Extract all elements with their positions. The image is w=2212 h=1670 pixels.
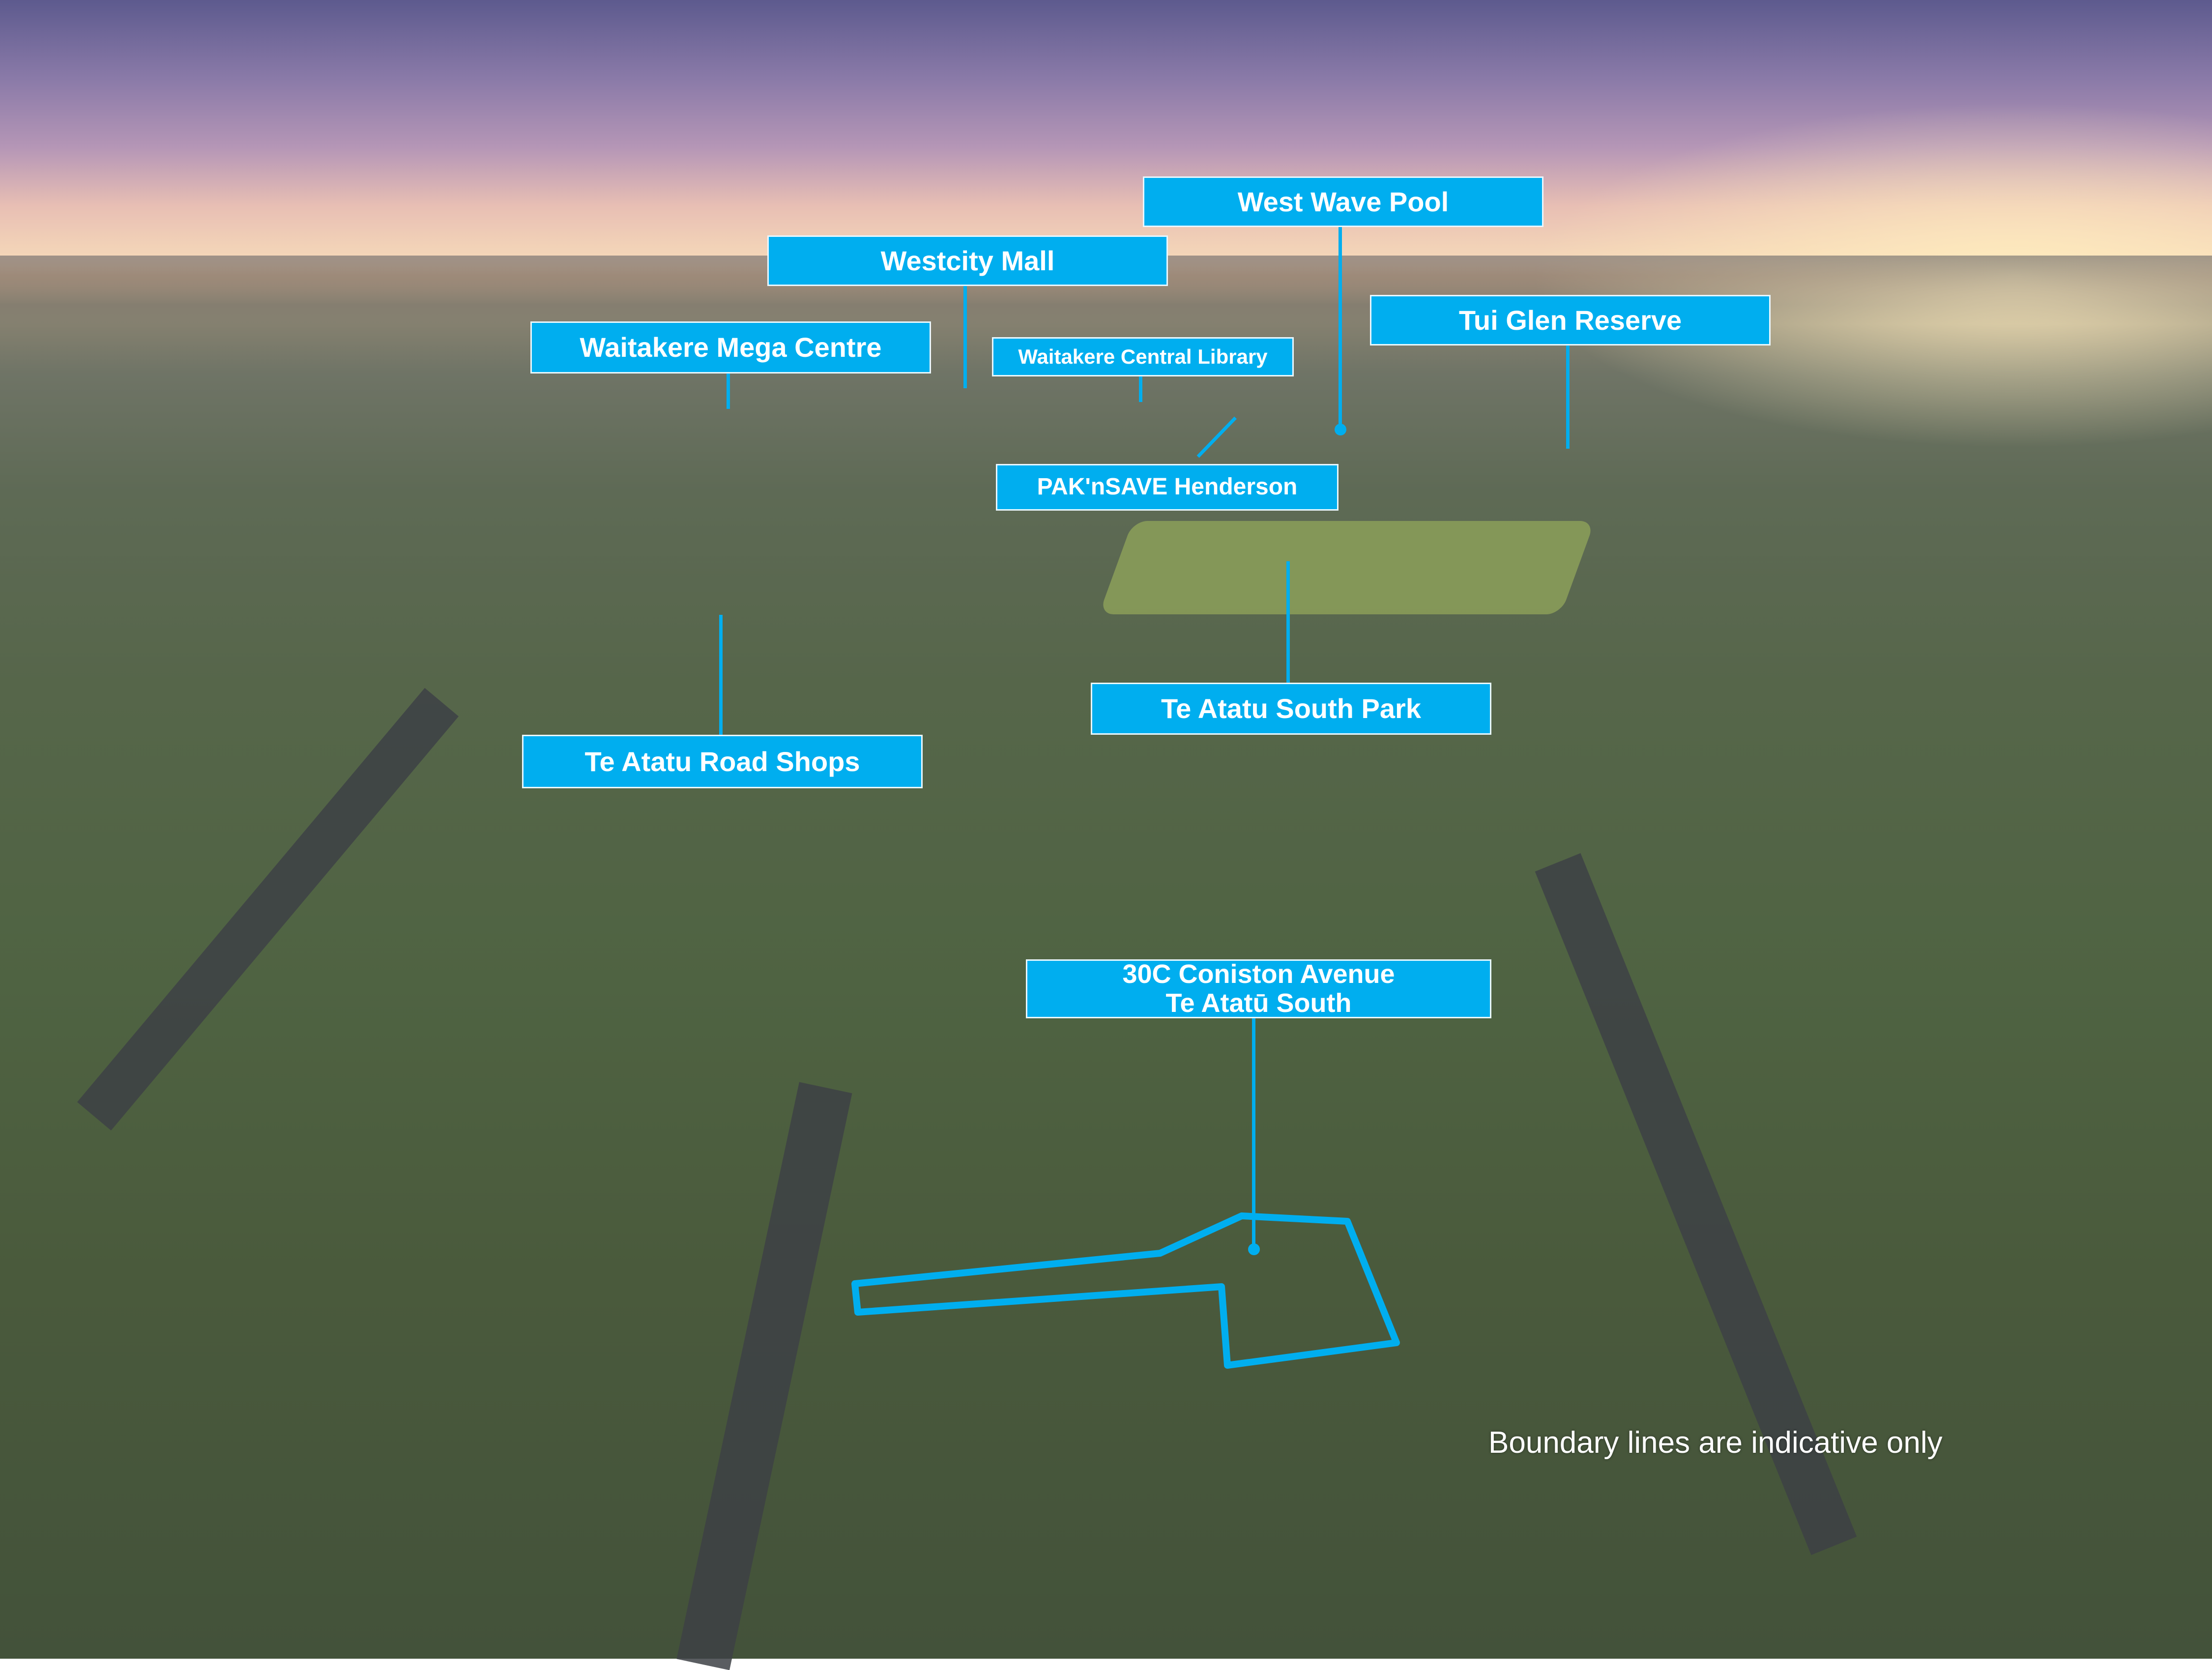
label-waitakere-central-library: Waitakere Central Library bbox=[992, 337, 1294, 376]
leader-line bbox=[1286, 561, 1290, 684]
label-te-atatu-road-shops: Te Atatu Road Shops bbox=[522, 735, 923, 788]
marker-dot bbox=[1248, 1243, 1260, 1255]
leader-line bbox=[1252, 1018, 1255, 1250]
label-te-atatu-south-park: Te Atatu South Park bbox=[1091, 683, 1491, 735]
leader-line bbox=[1339, 227, 1342, 429]
label-paknsave-henderson: PAK'nSAVE Henderson bbox=[996, 464, 1339, 511]
label-property-address: 30C Coniston Avenue Te Atatū South bbox=[1026, 959, 1491, 1018]
label-west-wave-pool: West Wave Pool bbox=[1143, 176, 1543, 227]
leader-line bbox=[719, 615, 723, 736]
property-address-line1: 30C Coniston Avenue bbox=[1122, 959, 1395, 989]
label-westcity-mall: Westcity Mall bbox=[767, 235, 1168, 286]
boundary-disclaimer: Boundary lines are indicative only bbox=[1488, 1426, 1943, 1460]
label-tui-glen-reserve: Tui Glen Reserve bbox=[1370, 295, 1771, 346]
label-waitakere-mega-centre: Waitakere Mega Centre bbox=[530, 321, 931, 374]
leader-line bbox=[1566, 346, 1570, 449]
leader-line bbox=[727, 374, 730, 409]
marker-dot bbox=[1335, 424, 1346, 435]
leader-line bbox=[963, 286, 967, 388]
leader-line bbox=[1139, 376, 1142, 402]
property-address-line2: Te Atatū South bbox=[1165, 988, 1352, 1018]
